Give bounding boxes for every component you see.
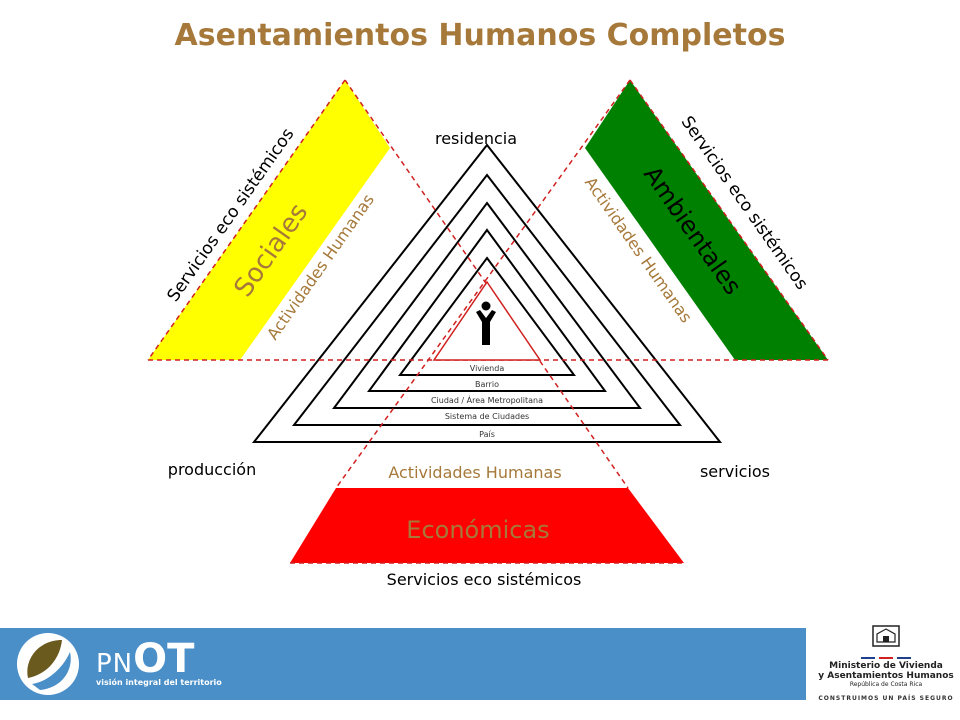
social-band <box>148 80 390 360</box>
economic-servicios: Servicios eco sistémicos <box>387 570 582 589</box>
level-label-barrio: Barrio <box>475 380 499 389</box>
pnot-pn: PN <box>96 649 134 679</box>
pnot-ot: OT <box>133 636 195 682</box>
ministry-name: Ministerio de Vivienda y Asentamientos H… <box>818 661 954 681</box>
pnot-leaf-logo-icon <box>17 633 79 695</box>
corner-label-top: residencia <box>435 129 517 148</box>
corner-label-left: producción <box>168 460 256 479</box>
economic-name: Económicas <box>406 516 549 544</box>
level-label-pais: País <box>479 430 495 439</box>
ministry-logo: Ministerio de Vivienda y Asentamientos H… <box>818 622 954 702</box>
ministry-name-line2: y Asentamientos Humanos <box>818 671 954 681</box>
level-label-vivienda: Vivienda <box>470 364 505 373</box>
page-title: Asentamientos Humanos Completos <box>174 18 786 53</box>
ministry-country: República de Costa Rica <box>849 681 923 688</box>
ministry-flag-stripes <box>818 657 954 659</box>
corner-label-right: servicios <box>700 462 770 481</box>
pnot-wordmark: PNOT <box>96 636 194 682</box>
ministry-emblem-icon <box>872 625 900 647</box>
environmental-dashed-edge <box>629 79 829 361</box>
economic-band <box>290 488 684 563</box>
level-label-ciudad: Ciudad / Área Metropolitana <box>431 394 543 405</box>
ministry-name-line1: Ministerio de Vivienda <box>829 661 943 671</box>
pnot-subtitle: visión integral del territorio <box>96 678 222 687</box>
dashed-diagonal-right <box>335 79 631 489</box>
economic-actividades: Actividades Humanas <box>388 463 561 482</box>
footer-band <box>0 628 806 700</box>
level-label-sistema: Sistema de Ciudades <box>445 412 529 421</box>
person-icon <box>476 301 496 345</box>
ministry-slogan: CONSTRUIMOS UN PAÍS SEGURO <box>818 695 954 702</box>
environmental-band <box>585 80 828 360</box>
dashed-diagonal-left <box>344 79 629 489</box>
social-dashed-edge <box>147 79 346 361</box>
